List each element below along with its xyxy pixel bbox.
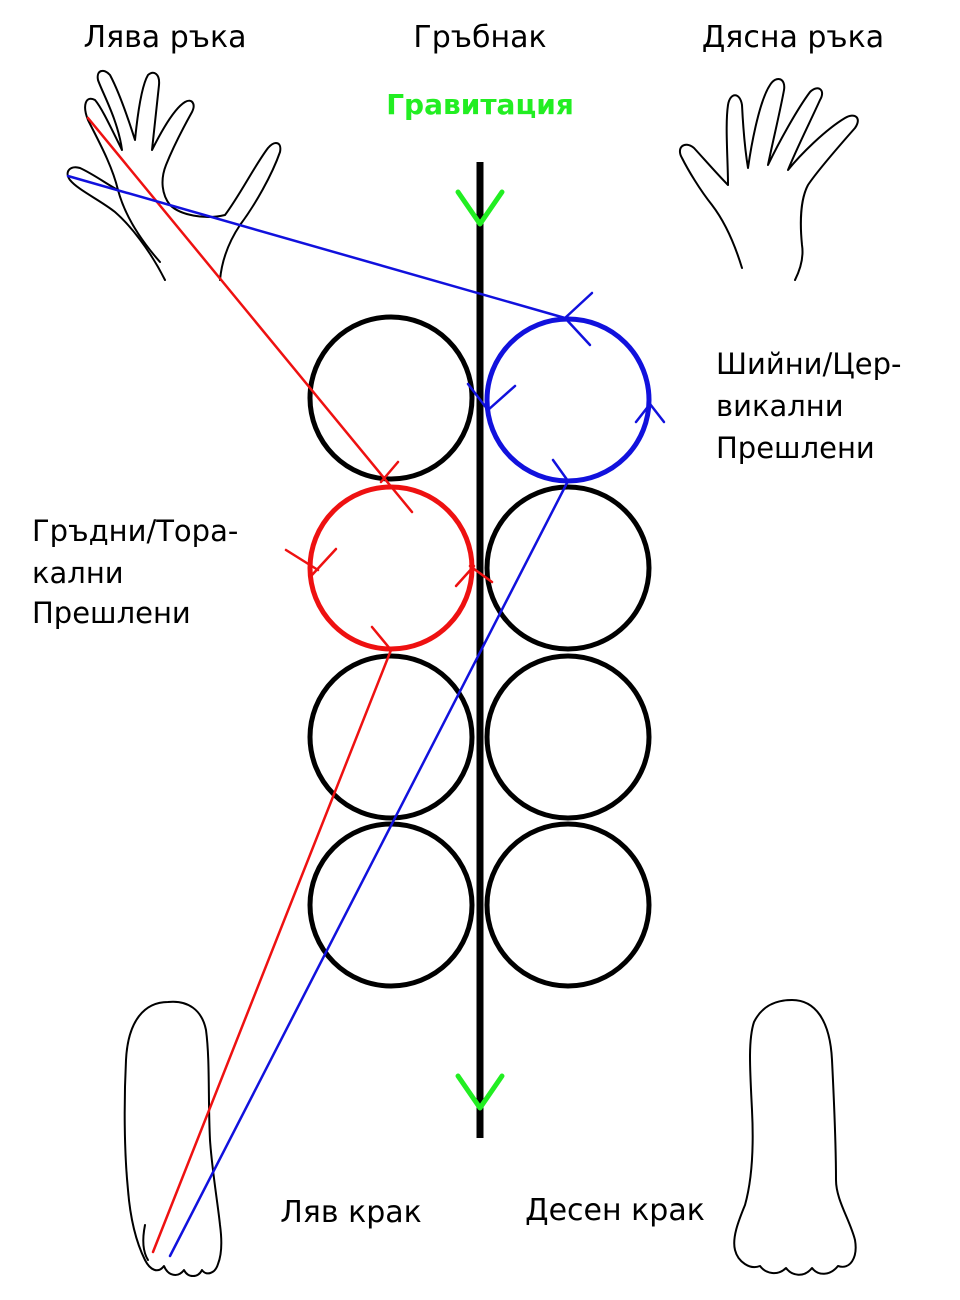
spine-label: Гръбнак [413,20,546,55]
vertebra-left-4 [307,821,475,989]
right-foot-icon [733,999,857,1276]
gravity-arrow-icon [455,189,505,227]
right-leg-label: Десен крак [525,1193,705,1228]
vertebra-right-2 [484,484,652,652]
vertebra-left-2-thoracic [307,484,475,652]
left-foot-icon [123,1000,223,1277]
vertebra-left-1 [307,314,475,482]
vertebra-right-3 [484,653,652,821]
gravity-label: Гравитация [386,88,574,121]
red-path [86,116,494,1254]
vertebra-left-3 [307,653,475,821]
cervical-label-line-3: Прешлени [716,431,875,465]
left-leg-label: Ляв крак [280,1195,422,1230]
left-hand-icon [66,69,282,281]
thoracic-label-line-3: Прешлени [32,596,191,630]
thoracic-label-line-2: кални [32,556,124,590]
cervical-label-line-2: викални [716,389,844,423]
right-hand-label: Дясна ръка [702,20,884,55]
right-hand-icon [678,78,859,281]
vertebra-right-1-cervical [484,316,652,484]
cervical-label-line-1: Шийни/Цер- [716,347,902,381]
vertebra-right-4 [484,821,652,989]
left-hand-label: Лява ръка [84,20,247,55]
blue-path [66,174,666,1258]
thoracic-label-line-1: Гръдни/Тора- [32,514,238,548]
gravity-arrow-icon [455,1073,505,1111]
